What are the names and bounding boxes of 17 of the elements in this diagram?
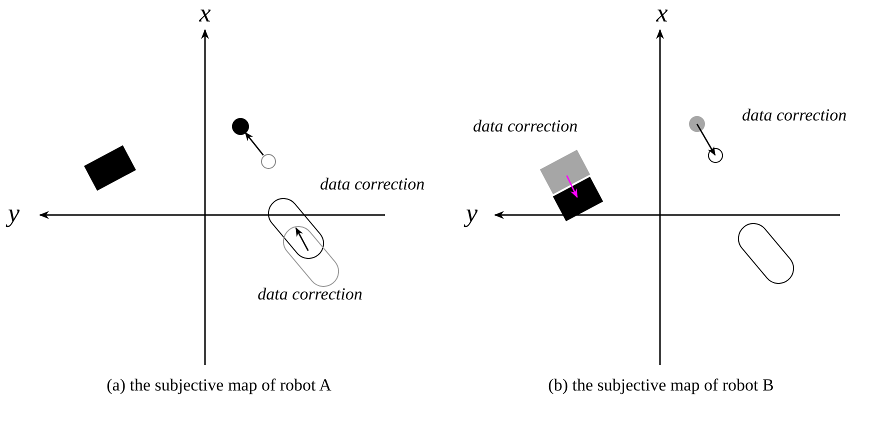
point-marker — [260, 154, 276, 168]
axis-label: x — [199, 0, 211, 28]
arrow — [244, 132, 264, 156]
axis-label: y — [8, 200, 20, 228]
arrow — [566, 175, 578, 198]
annotation-text: data correction — [258, 286, 362, 304]
axis-label: x — [656, 0, 668, 28]
figure-caption: (b) the subjective map of robot B — [548, 376, 774, 396]
axis-label: y — [466, 200, 478, 228]
figure-caption: (a) the subjective map of robot A — [106, 376, 332, 396]
annotation-text: data correction — [742, 106, 847, 126]
point-marker — [232, 118, 248, 134]
annotation-text: data correction — [473, 118, 578, 136]
arrow — [295, 227, 309, 252]
point-marker — [689, 116, 705, 132]
arrow — [696, 124, 716, 156]
annotation-text: data correction — [320, 176, 425, 194]
